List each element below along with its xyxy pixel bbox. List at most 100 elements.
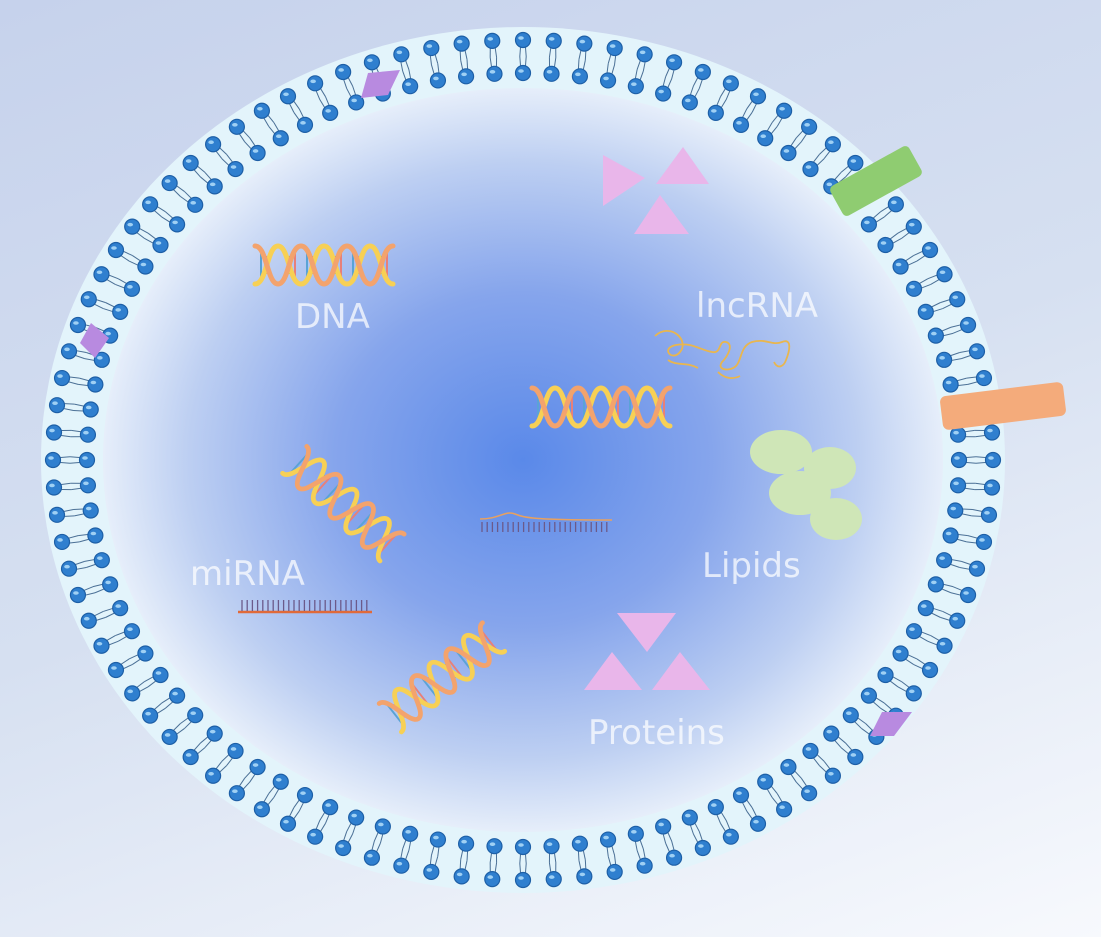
lipid-head: [824, 136, 841, 153]
lipid-head: [749, 88, 767, 105]
lipid-head-highlight: [378, 822, 384, 827]
lipid-head: [847, 748, 864, 766]
lipid-head-highlight: [954, 456, 960, 460]
lipid-head-highlight: [275, 134, 282, 139]
short-strand-icon: [479, 512, 613, 532]
lipid-head-highlight: [338, 844, 344, 848]
lipid-head: [606, 39, 623, 57]
lipid-head-highlight: [979, 538, 985, 542]
lipid-head-highlight: [83, 616, 90, 621]
lipid-head: [665, 849, 683, 866]
lipid-head: [936, 552, 953, 569]
lipid-head: [69, 586, 87, 604]
lipid-head-highlight: [909, 627, 915, 631]
label-lncrna: lncRNA: [696, 286, 818, 326]
lipid-head: [936, 351, 953, 368]
droplet-cluster-icon: [750, 430, 862, 540]
lipid-head: [60, 343, 78, 360]
lipid-head-highlight: [396, 50, 403, 55]
lipid-head: [599, 831, 617, 848]
lipid-head-highlight: [736, 121, 742, 125]
lipid-head-highlight: [805, 165, 812, 169]
lipid-head: [984, 451, 1002, 469]
lipid-head-highlight: [658, 822, 664, 827]
lipid-head: [681, 94, 698, 111]
lipid-head: [296, 116, 314, 133]
lipid-head-highlight: [685, 813, 691, 818]
lipid-head-highlight: [105, 331, 111, 336]
lipid-head-highlight: [300, 121, 306, 125]
lipid-head: [124, 685, 141, 702]
lipid-head-highlight: [711, 109, 717, 113]
lipid-head-highlight: [310, 832, 316, 837]
lipid-head: [112, 303, 129, 321]
lipid-head-highlight: [711, 803, 717, 807]
lipid-head-highlight: [426, 44, 433, 48]
lipid-head: [296, 787, 314, 804]
lipid-head: [60, 560, 78, 577]
lipid-head-highlight: [828, 140, 834, 145]
lipid-head: [187, 196, 204, 213]
lipid-head: [486, 838, 503, 855]
lipid-head-highlight: [726, 832, 732, 837]
lipid-head-highlight: [826, 182, 833, 187]
lipid-head: [599, 72, 617, 89]
lipid-head: [322, 798, 339, 816]
lipid-head-highlight: [779, 805, 785, 810]
label-dna: DNA: [295, 297, 370, 337]
lipid-head-highlight: [783, 149, 790, 153]
lipid-head-highlight: [155, 671, 162, 675]
lipid-head: [272, 773, 289, 790]
lipid-head-highlight: [83, 430, 89, 435]
lipid-head: [824, 767, 841, 784]
lipid-head: [423, 39, 440, 57]
lipid-head-highlight: [208, 771, 214, 776]
lipid-head-highlight: [952, 616, 959, 621]
lipid-head-highlight: [945, 531, 952, 536]
lipid-head-highlight: [909, 285, 915, 289]
lipid-head: [983, 479, 1001, 496]
lipid-head-highlight: [487, 875, 494, 879]
lipid-head-highlight: [850, 753, 857, 757]
lipid-head-highlight: [97, 556, 103, 560]
lipid-head: [423, 863, 440, 881]
lipid-head: [571, 835, 589, 852]
lipid-head-highlight: [405, 830, 411, 834]
lipid-head-highlight: [972, 564, 978, 569]
lipid-head-highlight: [461, 839, 467, 844]
lipid-head-highlight: [96, 270, 103, 275]
lipid-head: [892, 258, 909, 275]
lipid-head-highlight: [850, 159, 857, 163]
lipid-head-highlight: [939, 556, 945, 560]
lipid-head: [82, 502, 99, 519]
lipid-head-highlight: [145, 711, 151, 716]
lipid-head-highlight: [931, 580, 937, 585]
lipid-head: [182, 154, 199, 172]
lipid-head: [79, 477, 97, 494]
short-strand-icon: [238, 600, 372, 614]
lipid-head: [606, 863, 623, 881]
lipid-head: [545, 32, 562, 49]
lipid-head: [959, 586, 977, 604]
lipid-head: [543, 838, 560, 855]
lipid-head: [457, 68, 475, 85]
lipid-head-highlight: [185, 159, 192, 163]
lipid-head-highlight: [826, 729, 833, 734]
lipid-head: [87, 376, 104, 393]
lipid-head-highlight: [85, 405, 92, 410]
lipid-head: [53, 533, 71, 551]
lipid-head-highlight: [310, 79, 316, 84]
lipid-head-highlight: [548, 37, 555, 41]
lipid-head: [847, 154, 864, 172]
lipid-head-highlight: [48, 456, 54, 460]
lipid-head: [249, 144, 266, 162]
lipid-head-highlight: [209, 729, 216, 734]
lipid-head-highlight: [921, 308, 927, 312]
lipid-head: [887, 196, 904, 213]
lipid-head-highlight: [631, 82, 637, 86]
lipid-head-highlight: [64, 564, 70, 569]
lipid-head-highlight: [880, 671, 887, 675]
lipid-head: [514, 64, 532, 82]
lipid-head: [45, 424, 63, 441]
